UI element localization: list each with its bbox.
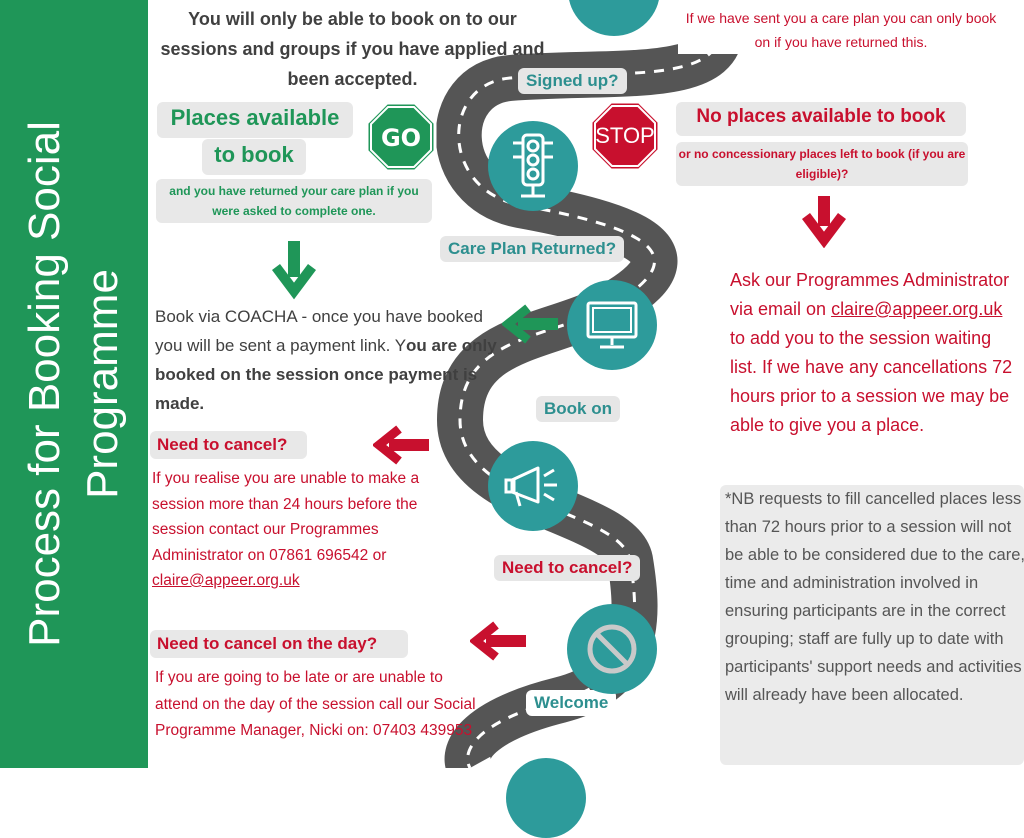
cancel-on-day-title-box: Need to cancel on the day?	[150, 630, 408, 658]
places-available-title-box: Places available	[157, 102, 353, 138]
book-via-text-1: Book via COACHA - once you have booked y…	[155, 307, 483, 355]
go-sign-label: GO	[381, 124, 421, 152]
road-label-book-on: Book on	[536, 396, 620, 422]
prohibited-icon	[587, 624, 637, 674]
need-to-cancel-email-link[interactable]: claire@appeer.org.uk	[152, 572, 300, 589]
megaphone-circle	[488, 441, 578, 531]
arrow-left-green-icon	[502, 304, 558, 344]
nb-note-box: *NB requests to fill cancelled places le…	[720, 485, 1024, 765]
waiting-list-text-2: to add you to the session waiting list. …	[730, 328, 1013, 435]
waiting-list-text: Ask our Programmes Administrator via ema…	[730, 266, 1020, 440]
prohibited-circle	[567, 604, 657, 694]
places-available-title-line1: Places available	[170, 105, 340, 130]
road-label-care-plan: Care Plan Returned?	[440, 236, 625, 262]
sidebar: Process for Booking Social Programme	[0, 0, 148, 768]
arrow-down-green-icon	[272, 241, 316, 300]
go-sign-icon: GO	[365, 101, 437, 173]
monitor-circle	[567, 280, 657, 370]
cancel-on-day-title: Need to cancel on the day?	[157, 634, 378, 653]
arrow-left-red-icon-2	[470, 621, 526, 661]
bottom-circle	[506, 758, 586, 838]
care-plan-note: If we have sent you a care plan you can …	[678, 6, 1004, 54]
monitor-icon	[586, 301, 638, 349]
megaphone-icon	[504, 466, 557, 507]
arrow-left-red-icon	[373, 425, 429, 465]
need-to-cancel-body: If you realise you are unable to make a …	[152, 470, 420, 564]
book-via-text: Book via COACHA - once you have booked y…	[155, 302, 500, 418]
stop-sign-label: STOP	[595, 123, 655, 148]
no-places-title: No places available to book	[696, 106, 946, 127]
places-available-subtext: and you have returned your care plan if …	[169, 184, 419, 218]
no-places-subtext-box: or no concessionary places left to book …	[676, 142, 968, 186]
road-label-signed-up: Signed up?	[518, 68, 627, 94]
places-available-title-line2: to book	[214, 142, 294, 167]
traffic-light-icon	[513, 133, 553, 198]
stop-sign-icon: STOP	[589, 100, 661, 172]
nb-note-text: *NB requests to fill cancelled places le…	[725, 490, 1024, 704]
waiting-list-text-1: Ask our Programmes Administrator via ema…	[730, 270, 1010, 319]
need-to-cancel-title-box: Need to cancel?	[150, 431, 307, 459]
places-available-subtext-box: and you have returned your care plan if …	[156, 179, 432, 223]
no-places-title-box: No places available to book	[676, 102, 966, 136]
traffic-light-circle	[488, 121, 578, 211]
intro-text: You will only be able to book on to our …	[160, 9, 545, 89]
book-via-text-2: ou are only booked on the session once p…	[155, 336, 497, 413]
arrow-down-red-icon	[802, 196, 846, 248]
places-available-title-box-2: to book	[202, 139, 306, 175]
cancel-on-day-text: If you are going to be late or are unabl…	[155, 669, 476, 739]
waiting-list-email-link[interactable]: claire@appeer.org.uk	[831, 299, 1003, 319]
road-label-need-to-cancel: Need to cancel?	[494, 555, 641, 581]
road-label-welcome: Welcome	[526, 690, 617, 716]
need-to-cancel-title: Need to cancel?	[157, 435, 288, 454]
no-places-subtext: or no concessionary places left to book …	[678, 147, 966, 181]
need-to-cancel-text: If you realise you are unable to make a …	[152, 466, 430, 594]
